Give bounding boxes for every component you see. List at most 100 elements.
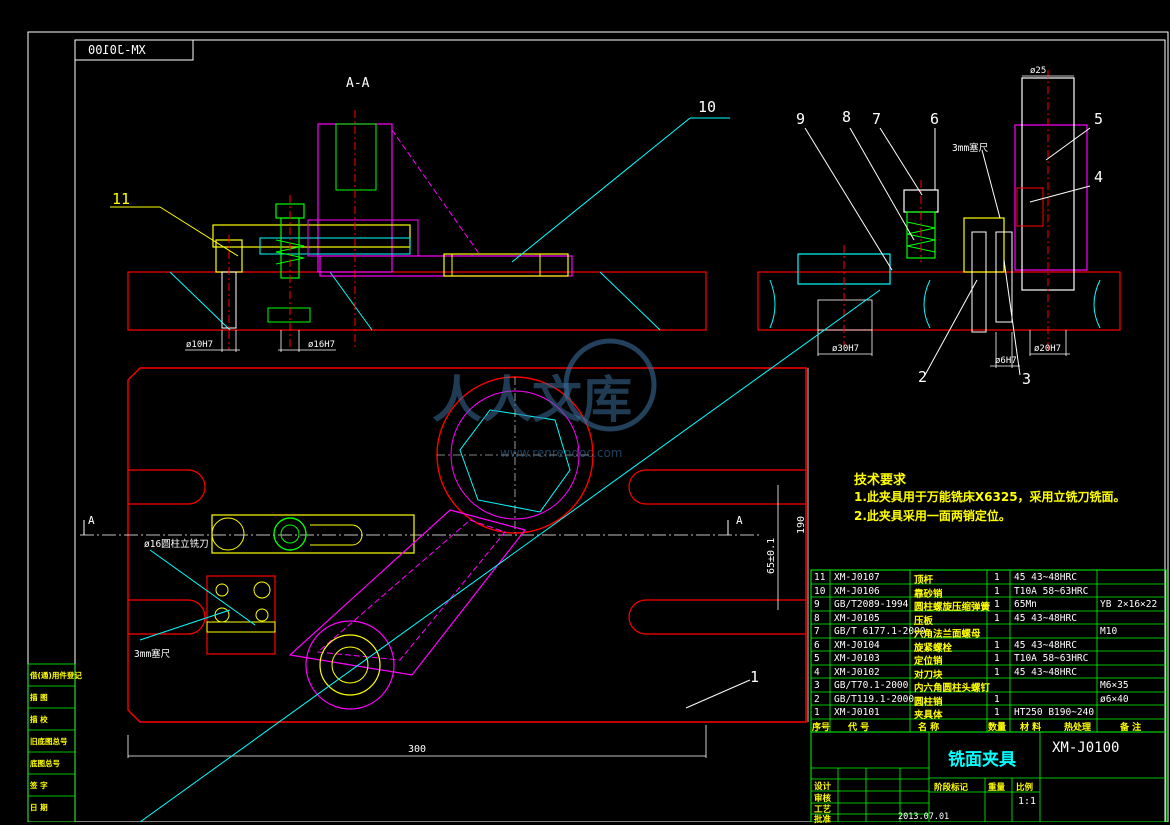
balloon-11: 11 [112,190,131,208]
drawing-date: 2013.07.01 [898,812,950,822]
bom-header-cell: 备 注 [1120,723,1142,733]
tb-label-stage: 阶段标记 [934,783,969,793]
balloon-3: 3 [1022,370,1032,388]
code-box [74,39,194,61]
balloon-8: 8 [842,108,852,126]
tb-row-process: 工艺 [814,805,832,815]
bom-cell-name: 定位销 [914,656,943,667]
dim-190: 190 [796,515,807,534]
dim-65: 65±0.1 [766,537,777,574]
dim-dia30: ø30H7 [832,344,860,354]
bom-cell-no: 11 [814,572,826,583]
outer-frame [27,31,1169,822]
stamp-label: 描 图 [30,693,48,702]
dim-300: 300 [408,744,427,755]
bom-header-cell: 数量 [988,723,1007,733]
bom-cell-mat: 65Mn [1014,599,1037,610]
balloon-6: 6 [930,110,940,128]
drawing-scale: 1:1 [1018,796,1037,807]
bom-cell-code: XM-J0106 [834,585,880,597]
bom-cell-name: 内六角圆柱头螺钉 [914,683,991,694]
bom-cell-no: 6 [814,639,820,651]
side-stamps [27,663,76,822]
bom-cell-no: 1 [814,707,820,718]
bom-header-cell: 代 号 [848,723,870,733]
bom-cell-name: 圆柱螺旋压缩弹簧 [914,602,991,613]
bom-cell-note: M6×35 [1100,680,1129,691]
dim-dia25: ø25 [1030,66,1047,76]
stamp-label: 借(通)用件登记 [30,671,82,680]
bom-cell-code: XM-J0101 [834,707,880,718]
bom-cell-no: 4 [814,666,820,678]
bom-cell-qty: 1 [994,653,1000,664]
bom-cell-code: XM-J0105 [834,612,880,624]
bom-cell-no: 10 [814,585,826,597]
bom-cell-no: 7 [814,626,820,637]
bom-cell-name: 对刀块 [914,669,943,681]
stamp-label: 签 字 [30,781,48,790]
bom-header-cell: 名 称 [918,723,940,733]
bom-cell-mat: 45 43~48HRC [1014,612,1077,624]
side-view [757,70,1121,376]
dim-dia10: ø10H7 [186,340,214,350]
bom-cell-no: 2 [814,693,820,705]
bom-cell-mat: T10A 58~63HRC [1014,585,1089,597]
dim-dia6: ø6H7 [995,356,1017,366]
balloon-2: 2 [918,368,928,386]
bom-cell-name: 六角法兰面螺母 [914,629,981,640]
requirements-line2: 2.此夹具采用一面两销定位。 [854,509,1011,523]
bom-cell-qty: 1 [994,666,1000,678]
drawing-code: XM-J0100 [1052,740,1120,756]
bom-cell-qty: 1 [994,612,1000,624]
section-view-a-a [110,110,730,352]
bom-cell-note: M10 [1100,626,1118,637]
bom-cell-name: 圆柱销 [914,696,943,708]
code-flipped: XM-J0100 [88,43,146,57]
tb-label-weight: 重量 [988,783,1006,793]
bom-cell-qty: 1 [994,599,1000,610]
bom-cell-name: 靠砂销 [914,588,943,600]
bom-cell-code: XM-J0103 [834,653,880,664]
bom-cell-name: 压板 [914,615,934,627]
section-label: A-A [346,76,370,91]
section-arrow-left: A [88,514,95,527]
bom-cell-qty: 1 [994,707,1000,718]
balloon-1: 1 [750,668,760,686]
bom-cell-qty: 1 [994,585,1000,597]
bom-cell-qty: 1 [994,572,1000,583]
bom-cell-qty: 1 [994,693,1000,705]
title-block [810,731,1167,822]
dim-dia20: ø20H7 [1034,344,1062,354]
requirements-title: 技术要求 [854,473,907,488]
requirements-line1: 1.此夹具用于万能铣床X6325，采用立铣刀铣面。 [854,490,1126,504]
bom-cell-code: GB/T119.1-2000 [834,693,915,705]
stamp-label: 旧底图总号 [30,737,68,746]
bom-cell-code: XM-J0107 [834,572,880,583]
watermark-url: www.renrendoc.com [500,446,623,460]
bom-cell-mat: 45 43~48HRC [1014,639,1077,651]
bom-cell-note: ø6×40 [1100,693,1129,705]
bom-cell-code: GB/T2089-1994 [834,599,909,610]
bom-cell-code: GB/T 6177.1-2000 [834,626,926,637]
drawing-name: 铣面夹具 [948,750,1016,770]
bom-cell-no: 8 [814,612,820,624]
bom-cell-no: 9 [814,599,820,610]
stamp-label: 日 期 [30,803,48,812]
tb-row-approve: 批准 [814,815,832,825]
inner-frame [74,39,1166,822]
tb-label-scale: 比例 [1016,783,1034,793]
stamp-label: 描 校 [30,715,48,724]
bom-header-cell: 热处理 [1064,723,1092,733]
bom-cell-no: 5 [814,653,820,664]
bom-cell-mat: 45 43~48HRC [1014,666,1077,678]
balloon-10: 10 [698,98,717,116]
dim-dia16: ø16H7 [308,340,336,350]
feeler-label-plan: 3mm塞尺 [134,649,171,660]
bom-cell-name: 旋紧螺栓 [914,642,953,654]
bom-cell-mat: 45 43~48HRC [1014,572,1077,583]
plan-view [80,289,881,822]
tool-label: ø16圆柱立铣刀 [144,539,209,550]
balloon-9: 9 [796,110,806,128]
bom-cell-name: 夹具体 [914,710,943,721]
